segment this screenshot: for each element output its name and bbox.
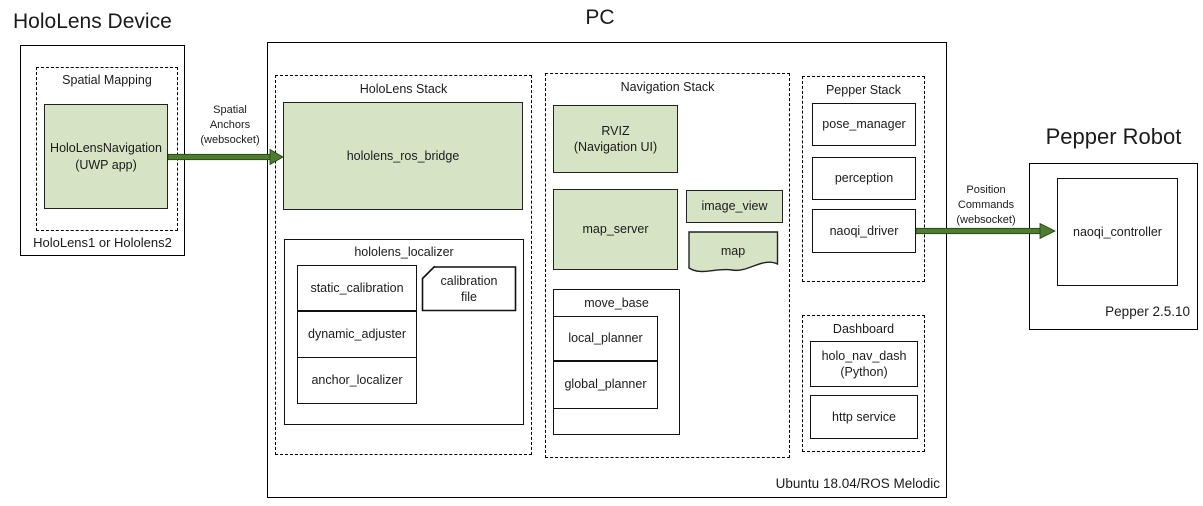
spatial-anchors-arrow bbox=[167, 148, 284, 166]
global-planner-node: global_planner bbox=[553, 361, 658, 409]
pepper-robot-footer: Pepper 2.5.10 bbox=[1105, 304, 1190, 319]
hololens-stack-box bbox=[275, 75, 532, 455]
spatial-anchors-arrow-label: Spatial Anchors (websocket) bbox=[200, 104, 260, 146]
position-commands-arrow-label: Position Commands (websocket) bbox=[956, 184, 1016, 226]
static-calibration-node: static_calibration bbox=[297, 265, 417, 312]
pepper-stack-box bbox=[802, 76, 925, 282]
navigation-stack-title: Navigation Stack bbox=[620, 80, 715, 94]
calibration-file-label: calibration file bbox=[440, 273, 498, 304]
hololens-device-footer: HoloLens1 or Hololens2 bbox=[33, 235, 172, 250]
calibration-file-shape bbox=[421, 265, 517, 312]
hololens-ros-bridge-node: hololens_ros_bridge bbox=[283, 102, 523, 210]
anchor-localizer-node: anchor_localizer bbox=[297, 357, 417, 404]
map-document-shape bbox=[688, 231, 779, 273]
hololens-localizer-title: hololens_localizer bbox=[354, 245, 454, 259]
image-view-node: image_view bbox=[686, 190, 783, 223]
naoqi-driver-node: naoqi_driver bbox=[812, 209, 916, 253]
holo-nav-dash-node: holo_nav_dash (Python) bbox=[810, 341, 918, 387]
perception-node: perception bbox=[812, 157, 916, 200]
hololens-stack-title: HoloLens Stack bbox=[359, 82, 448, 96]
dynamic-adjuster-node: dynamic_adjuster bbox=[297, 311, 417, 358]
http-service-node: http service bbox=[810, 395, 918, 439]
pepper-robot-title: Pepper Robot bbox=[1045, 124, 1182, 149]
local-planner-node: local_planner bbox=[553, 316, 658, 362]
navigation-stack-box bbox=[545, 73, 790, 458]
pc-footer: Ubuntu 18.04/ROS Melodic bbox=[775, 476, 940, 491]
rviz-node: RVIZ (Navigation UI) bbox=[553, 105, 678, 173]
pc-title: PC bbox=[585, 6, 615, 29]
move-base-title: move_base bbox=[584, 296, 649, 310]
dashboard-title: Dashboard bbox=[832, 322, 895, 336]
hololens-device-title: HoloLens Device bbox=[13, 10, 172, 33]
spatial-mapping-group-box bbox=[36, 67, 178, 231]
map-server-node: map_server bbox=[553, 189, 678, 270]
map-label: map bbox=[720, 244, 746, 258]
pose-manager-node: pose_manager bbox=[812, 103, 916, 146]
spatial-mapping-label: Spatial Mapping bbox=[62, 73, 152, 87]
hololens-navigation-node: HoloLensNavigation (UWP app) bbox=[44, 104, 168, 209]
pepper-stack-title: Pepper Stack bbox=[825, 83, 902, 97]
naoqi-controller-node: naoqi_controller bbox=[1057, 178, 1178, 286]
dashboard-box bbox=[802, 315, 925, 452]
